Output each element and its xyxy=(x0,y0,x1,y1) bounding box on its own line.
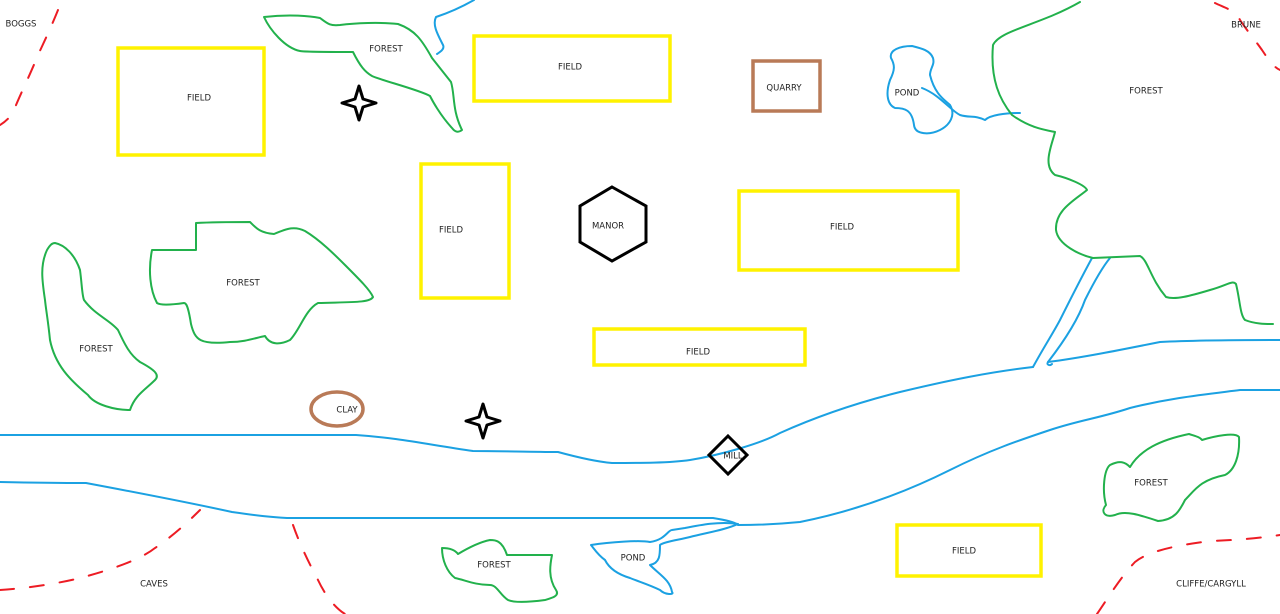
forest-layer: FOREST FOREST FOREST FOREST FOREST FOREST xyxy=(41,1,1274,603)
stream-pond-outflow xyxy=(921,87,1021,121)
forest[interactable]: FOREST xyxy=(263,14,463,133)
field-outline xyxy=(472,34,672,103)
region-label-caves: CAVES xyxy=(140,580,168,590)
forest[interactable]: FOREST xyxy=(41,242,158,411)
pond[interactable]: POND xyxy=(590,521,739,596)
quarry-outline xyxy=(751,59,822,113)
river-north-bank-east xyxy=(1047,339,1280,363)
stream-east-stream-b xyxy=(1046,257,1111,367)
forest-label: FOREST xyxy=(1134,479,1168,489)
pond-label: POND xyxy=(621,554,646,564)
forest[interactable]: FOREST xyxy=(991,1,1274,325)
region-label-brune: BRUNE xyxy=(1231,21,1261,31)
field-label: FIELD xyxy=(558,63,583,73)
field-outline xyxy=(737,189,960,272)
manor-label: MANOR xyxy=(592,222,624,232)
clay-label: CLAY xyxy=(336,406,358,416)
field[interactable]: FIELD xyxy=(472,34,672,103)
forest-label: FOREST xyxy=(369,45,403,55)
quarry-site[interactable]: QUARRY xyxy=(751,59,822,113)
region-label-boggs: BOGGS xyxy=(6,20,37,30)
field-outline xyxy=(116,46,266,157)
field-label: FIELD xyxy=(686,348,711,358)
border-caves-west xyxy=(0,509,201,591)
field[interactable]: FIELD xyxy=(737,189,960,272)
stream-north-creek xyxy=(433,0,475,55)
region-label-layer: BOGGS BRUNE CAVES CLIFFE/CARGYLL xyxy=(6,20,1261,590)
field-layer: FIELD FIELD FIELD FIELD FIELD FIELD xyxy=(116,34,1043,578)
field[interactable]: FIELD xyxy=(895,523,1043,578)
forest-label: FOREST xyxy=(1129,87,1163,97)
forest-label: FOREST xyxy=(79,345,113,355)
field-label: FIELD xyxy=(952,547,977,557)
field-label: FIELD xyxy=(439,226,464,236)
border-cliffe xyxy=(1096,534,1280,614)
mill-building[interactable]: MILL xyxy=(706,433,750,477)
forest-label: FOREST xyxy=(477,561,511,571)
forest-outline xyxy=(263,14,463,133)
star-marker-icon[interactable] xyxy=(340,84,378,122)
border-boggs xyxy=(0,9,59,126)
stream-east-stream-a xyxy=(1032,257,1093,368)
field-outline xyxy=(895,523,1043,578)
river-north-bank xyxy=(0,366,1034,464)
structure-layer: MANOR MILL xyxy=(578,185,750,477)
forest-outline xyxy=(148,221,374,345)
mill-label: MILL xyxy=(723,452,743,462)
field-outline xyxy=(419,162,511,300)
resource-layer: QUARRY CLAY xyxy=(309,59,822,428)
forest[interactable]: FOREST xyxy=(1102,433,1241,522)
field[interactable]: FIELD xyxy=(592,327,807,367)
marker-layer xyxy=(340,84,502,440)
border-caves-east xyxy=(292,524,346,614)
pond-outline xyxy=(886,45,954,135)
forest-outline xyxy=(441,539,558,603)
forest-outline xyxy=(991,1,1274,325)
field-label: FIELD xyxy=(187,94,212,104)
star-marker-icon[interactable] xyxy=(464,402,502,440)
field-label: FIELD xyxy=(830,223,855,233)
clay-site[interactable]: CLAY xyxy=(309,390,365,428)
forest[interactable]: FOREST xyxy=(148,221,374,345)
field[interactable]: FIELD xyxy=(419,162,511,300)
hexagon-icon xyxy=(578,185,648,263)
pond-outline xyxy=(590,521,739,596)
forest[interactable]: FOREST xyxy=(441,539,558,603)
water-layer: POND POND xyxy=(0,0,1280,596)
quarry-label: QUARRY xyxy=(766,84,802,94)
region-label-cliffe-cargyll: CLIFFE/CARGYLL xyxy=(1176,580,1246,590)
pond[interactable]: POND xyxy=(886,45,954,135)
field[interactable]: FIELD xyxy=(116,46,266,157)
pond-label: POND xyxy=(895,89,920,99)
forest-outline xyxy=(41,242,158,411)
field-outline xyxy=(592,327,807,367)
clay-pit-outline xyxy=(309,390,365,428)
diamond-icon xyxy=(706,433,750,477)
manor-building[interactable]: MANOR xyxy=(578,185,648,263)
forest-label: FOREST xyxy=(226,279,260,289)
river-south-bank xyxy=(0,389,1280,526)
forest-outline xyxy=(1102,433,1241,522)
